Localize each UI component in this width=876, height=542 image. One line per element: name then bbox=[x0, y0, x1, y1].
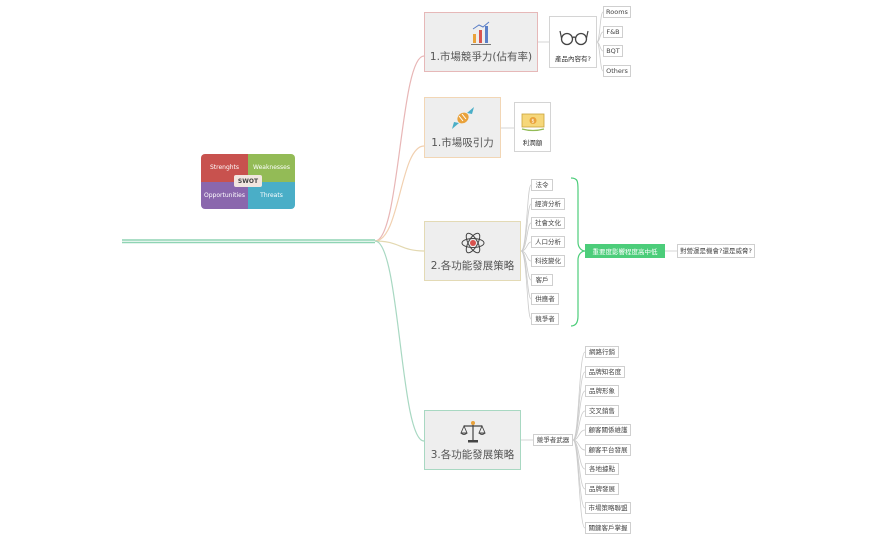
b4-item[interactable]: 品牌知名度 bbox=[585, 366, 625, 378]
svg-text:$: $ bbox=[531, 119, 534, 125]
branch-node-strategy-2[interactable]: 2.各功能發展策略 bbox=[424, 221, 521, 281]
b3-item[interactable]: 社會文化 bbox=[531, 217, 565, 229]
atom-icon bbox=[461, 232, 484, 254]
b4-item[interactable]: 品牌形象 bbox=[585, 385, 619, 397]
candy-icon bbox=[451, 107, 474, 129]
item-bqt[interactable]: BQT bbox=[603, 45, 623, 57]
b4-item[interactable]: 交叉銷售 bbox=[585, 405, 619, 417]
glasses-icon bbox=[559, 30, 589, 46]
branch-title: 2.各功能發展策略 bbox=[430, 260, 515, 272]
b4-item[interactable]: 品牌發展 bbox=[585, 483, 619, 495]
branch-title: 1.市場競爭力(佔有率) bbox=[429, 51, 533, 63]
b3-item[interactable]: 科技變化 bbox=[531, 255, 565, 267]
branch-title: 3.各功能發展策略 bbox=[430, 449, 515, 461]
result-node[interactable]: 對營運是機會?還是威脅? bbox=[677, 244, 755, 258]
item-fb[interactable]: F&B bbox=[603, 26, 623, 38]
swot-image[interactable]: Strenghts Weaknesses Opportunities Threa… bbox=[201, 154, 295, 209]
branch-node-strategy-3[interactable]: 3.各功能發展策略 bbox=[424, 410, 521, 470]
swot-center-label: SWOT bbox=[234, 175, 262, 187]
branch-node-market-competitiveness[interactable]: 1.市場競爭力(佔有率) bbox=[424, 12, 538, 72]
b4-item[interactable]: 各地據點 bbox=[585, 463, 619, 475]
item-others[interactable]: Others bbox=[603, 65, 631, 77]
branch-node-market-attractiveness[interactable]: 1.市場吸引力 bbox=[424, 97, 501, 158]
summary-node[interactable]: 重要度影響程度高中低 bbox=[585, 244, 665, 258]
bar-chart-icon bbox=[471, 21, 491, 45]
competitor-weapons-hub[interactable]: 競爭者武器 bbox=[533, 434, 573, 446]
product-content-label: 產品內容有? bbox=[555, 55, 591, 63]
b4-item[interactable]: 顧客平台發展 bbox=[585, 444, 631, 456]
b3-item[interactable]: 人口分析 bbox=[531, 236, 565, 248]
profit-card[interactable]: $ 利潤額 bbox=[514, 102, 551, 152]
product-content-card[interactable]: 產品內容有? bbox=[549, 16, 597, 68]
b3-item[interactable]: 經濟分析 bbox=[531, 198, 565, 210]
b3-item[interactable]: 供應者 bbox=[531, 293, 559, 305]
b3-item[interactable]: 競爭者 bbox=[531, 313, 559, 325]
b4-item[interactable]: 關鍵客戶掌握 bbox=[585, 522, 631, 534]
b4-item[interactable]: 網路行銷 bbox=[585, 346, 619, 358]
b3-item[interactable]: 客戶 bbox=[531, 274, 553, 286]
branch-title: 1.市場吸引力 bbox=[431, 137, 494, 149]
money-icon: $ bbox=[521, 113, 545, 132]
scale-icon bbox=[459, 421, 486, 443]
b4-item[interactable]: 市場策略聯盟 bbox=[585, 502, 631, 514]
b3-item[interactable]: 法令 bbox=[531, 179, 553, 191]
profit-label: 利潤額 bbox=[522, 139, 543, 147]
item-rooms[interactable]: Rooms bbox=[603, 6, 631, 18]
b4-item[interactable]: 顧客關係維護 bbox=[585, 424, 631, 436]
